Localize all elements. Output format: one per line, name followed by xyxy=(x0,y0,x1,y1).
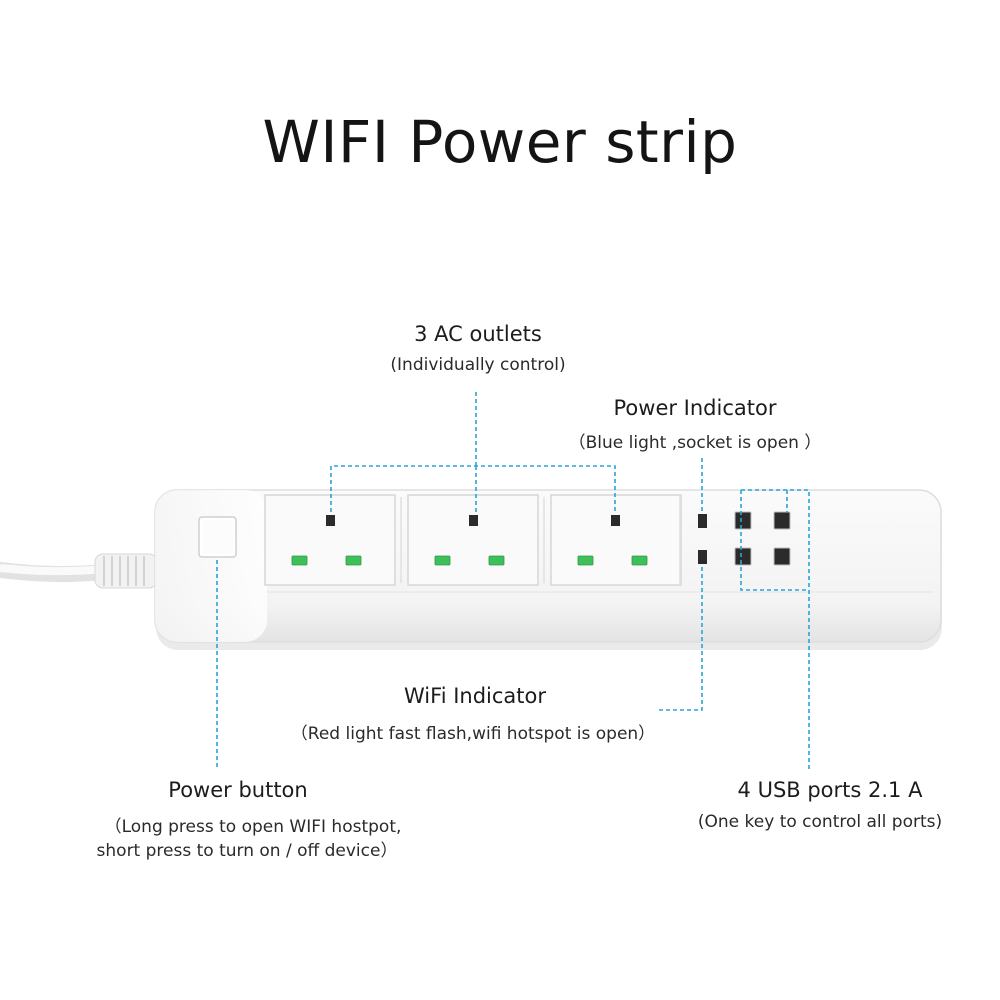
usb-ports-icon xyxy=(734,511,791,566)
usb-ports-label: 4 USB ports 2.1 A xyxy=(737,778,923,802)
power-indicator-label: Power Indicator xyxy=(613,396,777,420)
leader-wifi-indicator xyxy=(658,567,703,711)
usb-ports-note: (One key to control all ports) xyxy=(697,812,943,832)
power-button-note-line1: （Long press to open WIFI hostpot, xyxy=(104,817,402,837)
wifi-indicator-label: WiFi Indicator xyxy=(404,684,546,708)
power-indicator-note: （Blue light ,socket is open ） xyxy=(568,433,822,453)
power-button-note-line2: short press to turn on / off device） xyxy=(96,841,398,861)
leader-usb-box xyxy=(741,489,810,770)
leader-lines xyxy=(216,392,810,770)
ac-outlets-label: 3 AC outlets xyxy=(414,322,542,346)
cable-strain-relief xyxy=(94,553,158,589)
ac-outlet-2 xyxy=(407,494,539,586)
power-button-icon xyxy=(198,516,237,558)
wifi-indicator-note: （Red light fast flash,wifi hotspot is op… xyxy=(290,724,656,744)
page-title: WIFI Power strip xyxy=(262,108,738,176)
ac-outlet-3 xyxy=(550,494,682,586)
ac-outlets-note: (Individually control) xyxy=(390,355,566,375)
power-cable xyxy=(0,553,158,589)
power-button-label: Power button xyxy=(168,778,308,802)
indicator-lights xyxy=(698,514,707,564)
leader-ac-bracket xyxy=(330,465,616,512)
ac-outlet-1 xyxy=(264,494,396,586)
